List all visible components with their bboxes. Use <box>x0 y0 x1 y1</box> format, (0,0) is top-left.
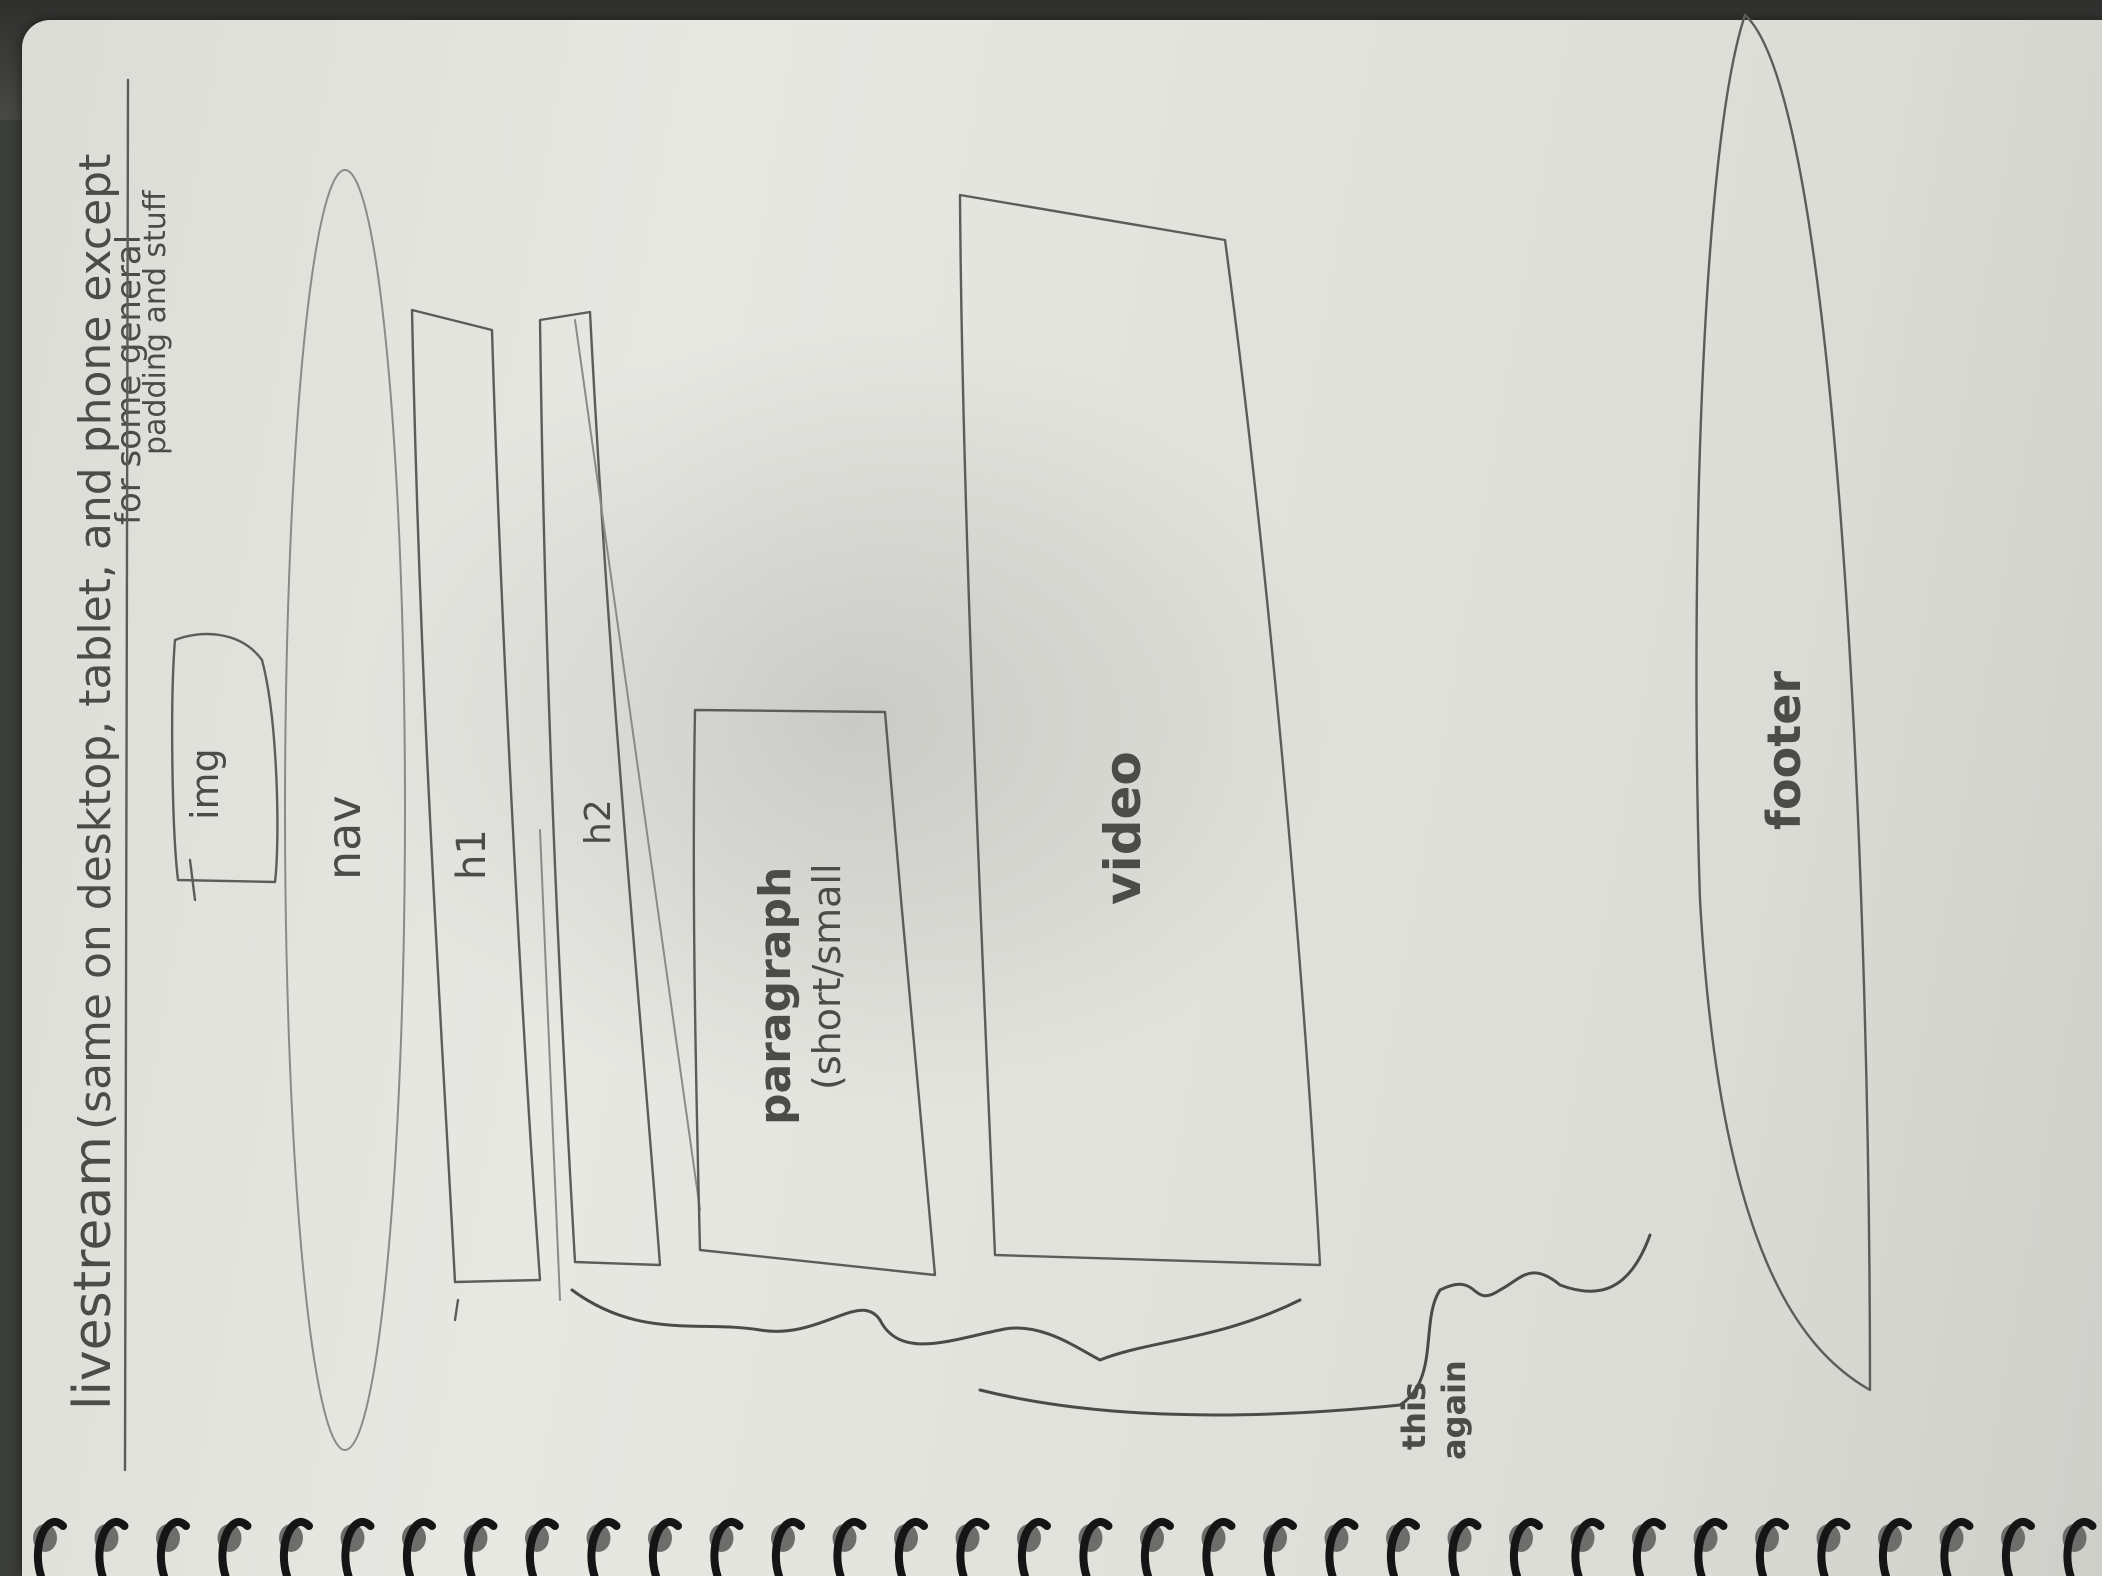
nav-ellipse <box>284 169 406 1451</box>
binding-ring <box>956 1518 990 1576</box>
binding-ring <box>894 1518 928 1576</box>
img-block: img <box>170 632 279 902</box>
h2-box <box>538 310 662 1267</box>
h1-baseline <box>453 1298 460 1322</box>
page-shadow <box>352 320 1352 1120</box>
paragraph-label-line-2: (short/small <box>805 864 849 1091</box>
binding-ring <box>95 1518 129 1576</box>
binding-ring <box>1509 1518 1543 1576</box>
h1-box <box>410 308 542 1284</box>
h1-block: h1 <box>410 308 542 1322</box>
binding-ring <box>710 1518 744 1576</box>
binding-ring <box>525 1518 559 1576</box>
layout-note-line-2: for some general <box>109 235 149 525</box>
footer-ellipse <box>1695 13 1872 1392</box>
video-block: video <box>958 193 1322 1267</box>
binding-ring <box>1079 1518 1113 1576</box>
binding-ring <box>1325 1518 1359 1576</box>
h2-label: h2 <box>578 799 619 845</box>
binding-ring <box>771 1518 805 1576</box>
h2-block: h2 <box>538 310 701 1301</box>
paragraph-box <box>692 708 937 1277</box>
nav-label: nav <box>317 795 371 880</box>
binding-ring <box>1878 1518 1912 1576</box>
binding-ring <box>1202 1518 1236 1576</box>
img-underline <box>188 858 197 902</box>
h1-label: h1 <box>449 829 495 880</box>
video-box <box>958 193 1322 1267</box>
binding-ring <box>279 1518 313 1576</box>
binding-ring <box>218 1518 252 1576</box>
binding-ring <box>464 1518 498 1576</box>
binding-ring <box>1263 1518 1297 1576</box>
footer-label: footer <box>1757 671 1811 830</box>
h2-diagonal-stroke <box>574 319 701 1211</box>
binding-ring <box>1755 1518 1789 1576</box>
notebook-page <box>22 20 2102 1576</box>
h2-side-stroke <box>539 829 561 1301</box>
binding-ring <box>1386 1518 1420 1576</box>
binding-ring <box>587 1518 621 1576</box>
paragraph-label-line-1: paragraph <box>750 867 801 1125</box>
binding-ring <box>1017 1518 1051 1576</box>
spiral-binding <box>33 1518 2097 1576</box>
layout-note-line-1: (same on desktop, tablet, and phone exce… <box>70 154 121 1130</box>
layout-note-line-3: padding and stuff <box>138 189 173 455</box>
binding-ring <box>1817 1518 1851 1576</box>
title-divider-line <box>123 78 130 1472</box>
repeat-bracket-left <box>570 1288 1302 1362</box>
repeat-label-line-1: this <box>1395 1382 1433 1450</box>
header-note: livestream (same on desktop, tablet, and… <box>63 78 173 1472</box>
binding-ring <box>1694 1518 1728 1576</box>
binding-ring <box>833 1518 867 1576</box>
repeat-label-line-2: again <box>1435 1360 1473 1460</box>
img-box <box>170 632 279 884</box>
binding-ring <box>33 1518 67 1576</box>
binding-ring <box>1571 1518 1605 1576</box>
video-label: video <box>1094 751 1152 905</box>
nav-block: nav <box>284 169 406 1451</box>
repeat-marker: this again <box>570 1233 1652 1460</box>
page-title: livestream <box>63 1136 123 1410</box>
img-label: img <box>183 748 227 820</box>
binding-ring <box>156 1518 190 1576</box>
binding-ring <box>1940 1518 1974 1576</box>
binding-ring <box>1448 1518 1482 1576</box>
binding-ring <box>1632 1518 1666 1576</box>
binding-ring <box>402 1518 436 1576</box>
binding-ring <box>1140 1518 1174 1576</box>
footer-block: footer <box>1695 13 1872 1392</box>
repeat-bracket-right <box>978 1233 1652 1417</box>
paragraph-block: paragraph (short/small <box>692 708 937 1277</box>
binding-ring <box>648 1518 682 1576</box>
binding-ring <box>2001 1518 2035 1576</box>
binding-ring <box>341 1518 375 1576</box>
binding-ring <box>2063 1518 2097 1576</box>
